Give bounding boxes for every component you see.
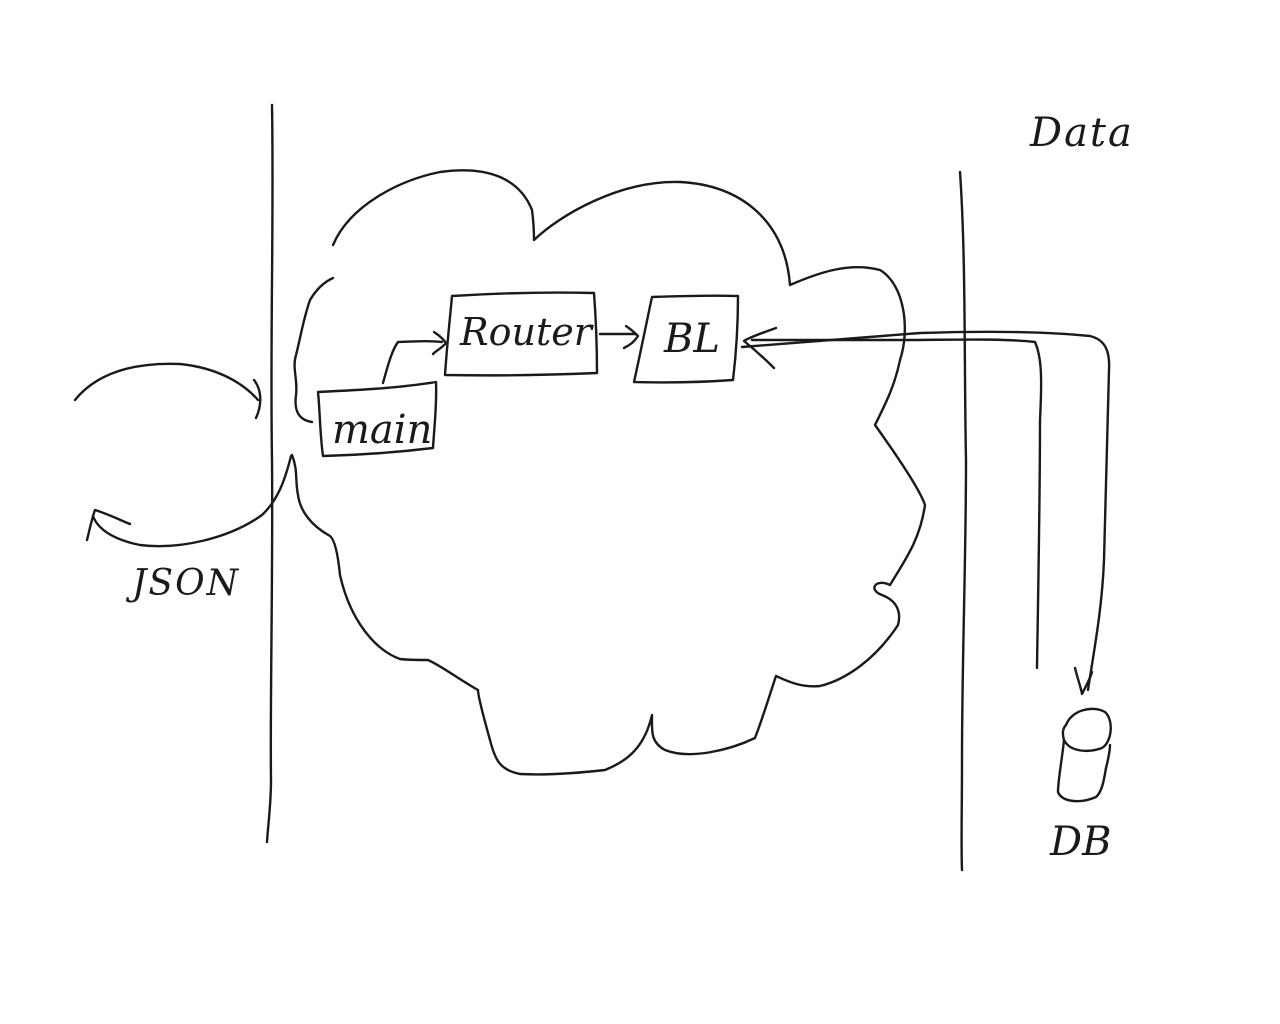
left-boundary-line: [265, 103, 274, 844]
json-label: JSON: [125, 563, 240, 604]
bl-to-db-line: [740, 330, 1111, 692]
router-label: Router: [459, 310, 595, 354]
database-cylinder-icon: [1056, 707, 1112, 803]
arrow-icon: [1073, 666, 1094, 696]
arrow-icon: [622, 324, 640, 350]
db-label: DB: [1049, 819, 1111, 865]
right-boundary-line: [958, 170, 968, 872]
arrow-icon: [252, 378, 262, 420]
bl-label: BL: [663, 316, 720, 362]
arrow-icon: [742, 326, 778, 370]
response-line: [91, 454, 293, 548]
db-to-bl-return-line: [750, 338, 1043, 670]
main-box: [316, 380, 438, 458]
arrow-icon: [85, 508, 132, 542]
arrow-icon: [431, 330, 448, 356]
router-box: [443, 291, 599, 377]
bl-box: [632, 294, 740, 384]
main-to-router-arrow: [381, 339, 444, 385]
data-zone-label: Data: [1029, 110, 1134, 156]
cloud-shape: [290, 169, 927, 776]
main-label: main: [332, 407, 432, 453]
request-loop-line: [73, 362, 260, 402]
